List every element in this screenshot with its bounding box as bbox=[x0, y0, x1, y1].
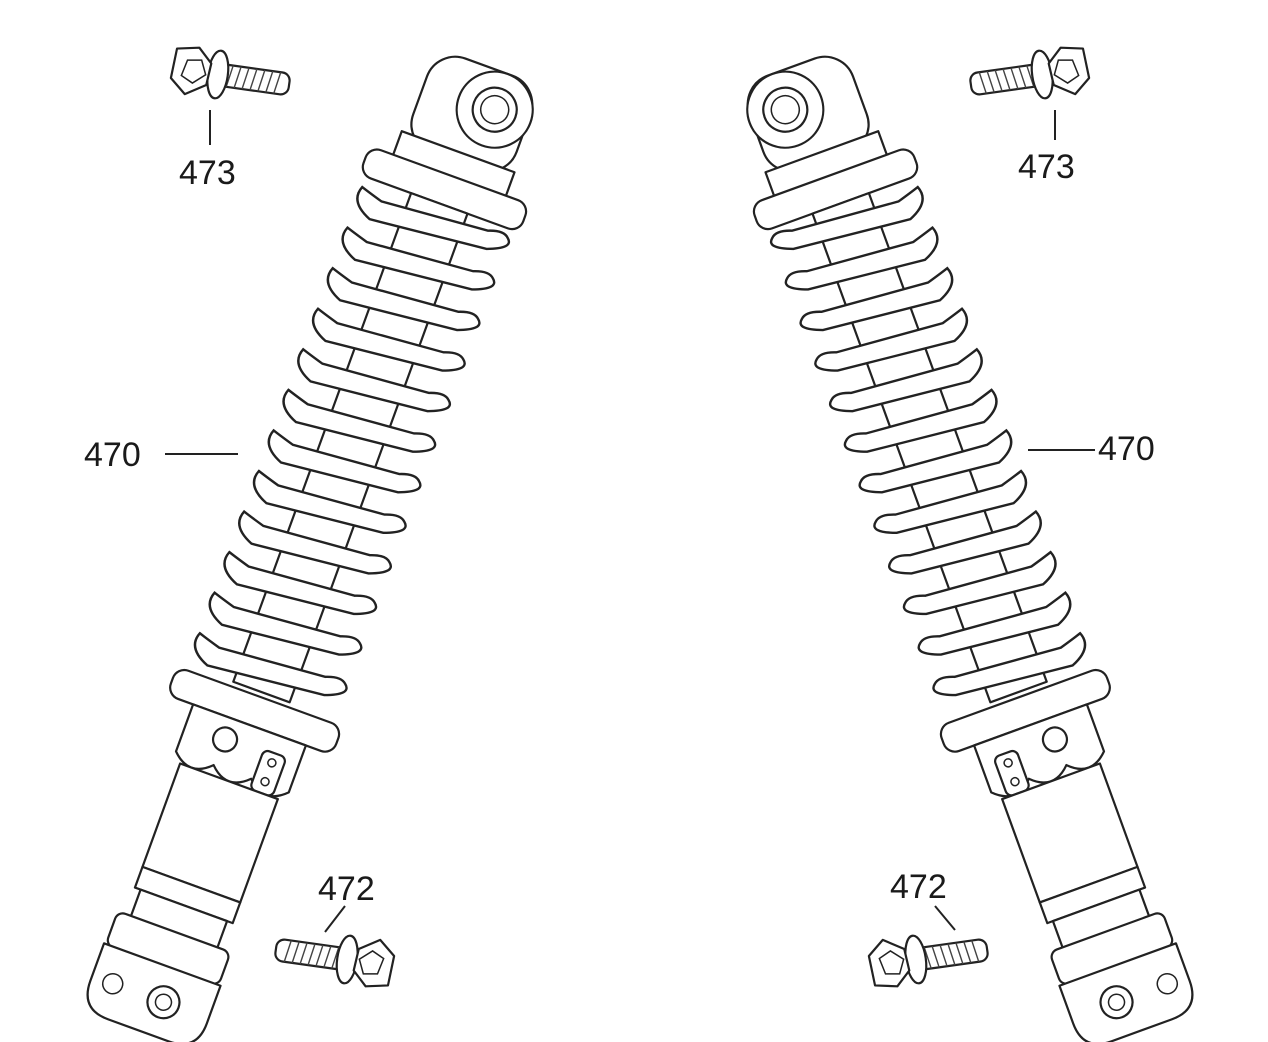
left-spring-coil-9 bbox=[238, 509, 392, 575]
left-damper-body bbox=[232, 192, 469, 704]
left-shock-absorber bbox=[86, 55, 534, 1042]
left-spring-coils bbox=[193, 185, 511, 697]
right-spring-coil-7 bbox=[858, 428, 1013, 494]
right-shock-top-eye bbox=[746, 55, 889, 200]
left-spring-coil-2 bbox=[341, 225, 496, 291]
right-shock-bottom-clevis bbox=[1050, 912, 1194, 1042]
right-shock-absorber bbox=[746, 55, 1194, 1042]
right-spring-coil-10 bbox=[902, 550, 1057, 616]
left-spring-coil-3 bbox=[326, 266, 481, 332]
part-label-473-left: 473 bbox=[179, 154, 236, 192]
right-spring-coil-1 bbox=[769, 185, 924, 251]
left-spring-coil-7 bbox=[267, 428, 422, 494]
right-spring-coils bbox=[769, 185, 1087, 697]
leader-line-472-right bbox=[934, 905, 956, 931]
part-label-472-left: 472 bbox=[318, 870, 375, 908]
right-spring-coil-4 bbox=[814, 307, 969, 372]
leader-line-472-left bbox=[324, 905, 346, 933]
part-label-470-right: 470 bbox=[1098, 430, 1155, 468]
right-shock-lower-body bbox=[973, 703, 1151, 951]
right-upper-bolt bbox=[966, 43, 1093, 110]
left-spring-coil-4 bbox=[311, 307, 466, 372]
right-spring-coil-12 bbox=[932, 631, 1087, 697]
part-label-473-right: 473 bbox=[1018, 148, 1075, 186]
left-spring-coil-11 bbox=[208, 591, 363, 656]
right-spring-coil-8 bbox=[873, 469, 1028, 535]
left-lower-bolt bbox=[271, 924, 398, 991]
left-shock-lower-body bbox=[129, 703, 307, 951]
left-spring-coil-10 bbox=[223, 550, 378, 616]
right-spring-coil-5 bbox=[829, 347, 983, 413]
left-spring-coil-12 bbox=[193, 631, 348, 697]
right-lower-bolt bbox=[865, 924, 992, 991]
right-damper-body bbox=[811, 192, 1048, 704]
right-spring-coil-2 bbox=[784, 225, 939, 291]
left-spring-coil-8 bbox=[252, 469, 407, 535]
left-upper-bolt bbox=[167, 43, 294, 110]
right-spring-coil-9 bbox=[888, 509, 1042, 575]
right-spring-coil-11 bbox=[917, 591, 1072, 656]
right-spring-coil-3 bbox=[799, 266, 954, 332]
left-spring-coil-5 bbox=[297, 347, 451, 413]
left-spring-coil-6 bbox=[282, 388, 437, 453]
right-spring-coil-6 bbox=[843, 388, 998, 453]
left-shock-bottom-clevis bbox=[86, 912, 230, 1042]
part-label-470-left: 470 bbox=[84, 436, 141, 474]
left-spring-coil-1 bbox=[356, 185, 511, 251]
part-label-472-right: 472 bbox=[890, 868, 947, 906]
